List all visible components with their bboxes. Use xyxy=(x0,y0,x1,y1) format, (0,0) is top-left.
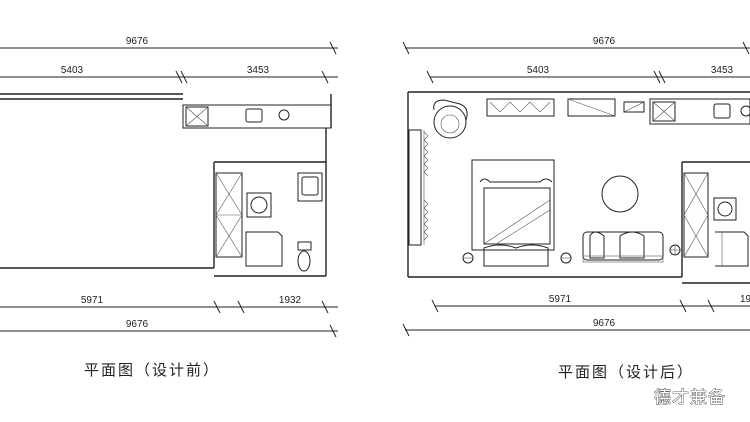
wall-cabinets xyxy=(486,98,645,117)
kitchen-counter-before xyxy=(182,104,332,129)
bottom-dimension-lines xyxy=(0,300,338,338)
dim-top-total-after: 9676 xyxy=(593,36,616,47)
dim-top-left-after: 5403 xyxy=(527,65,550,76)
dim-top-left: 5403 xyxy=(61,65,84,76)
plan-after: 9676 5403 3453 xyxy=(402,36,750,381)
bathroom-after xyxy=(713,197,749,267)
bathroom-before xyxy=(245,172,323,272)
walls-before xyxy=(0,93,332,277)
dim-top-total: 9676 xyxy=(126,36,149,47)
walls-after xyxy=(407,91,750,284)
dim-bottom-right-after: 19 xyxy=(740,294,750,305)
watermark: 德才兼备 xyxy=(654,388,726,408)
dim-bottom-left: 5971 xyxy=(81,295,104,306)
dim-top-right: 3453 xyxy=(247,65,270,76)
caption-before: 平面图（设计前） xyxy=(84,361,220,379)
sofa xyxy=(582,231,681,263)
dim-bottom-total-after: 9676 xyxy=(593,318,616,329)
kitchen-counter-after xyxy=(649,98,750,125)
top-dimension-lines xyxy=(0,41,338,84)
window-curtain xyxy=(408,129,429,246)
double-bed xyxy=(462,159,572,267)
round-table xyxy=(601,175,639,213)
bottom-dimension-lines-after xyxy=(402,299,750,337)
dim-bottom-left-after: 5971 xyxy=(549,294,572,305)
armchair xyxy=(433,99,468,139)
caption-after: 平面图（设计后） xyxy=(558,363,694,381)
top-dimension-lines-after xyxy=(402,41,750,84)
wardrobe-after xyxy=(683,172,709,258)
dim-top-right-after: 3453 xyxy=(711,65,734,76)
dim-bottom-total: 9676 xyxy=(126,319,149,330)
wardrobe-before xyxy=(215,172,243,258)
dim-bottom-right: 1932 xyxy=(279,295,302,306)
plan-before: 9676 5403 3453 xyxy=(0,36,338,379)
